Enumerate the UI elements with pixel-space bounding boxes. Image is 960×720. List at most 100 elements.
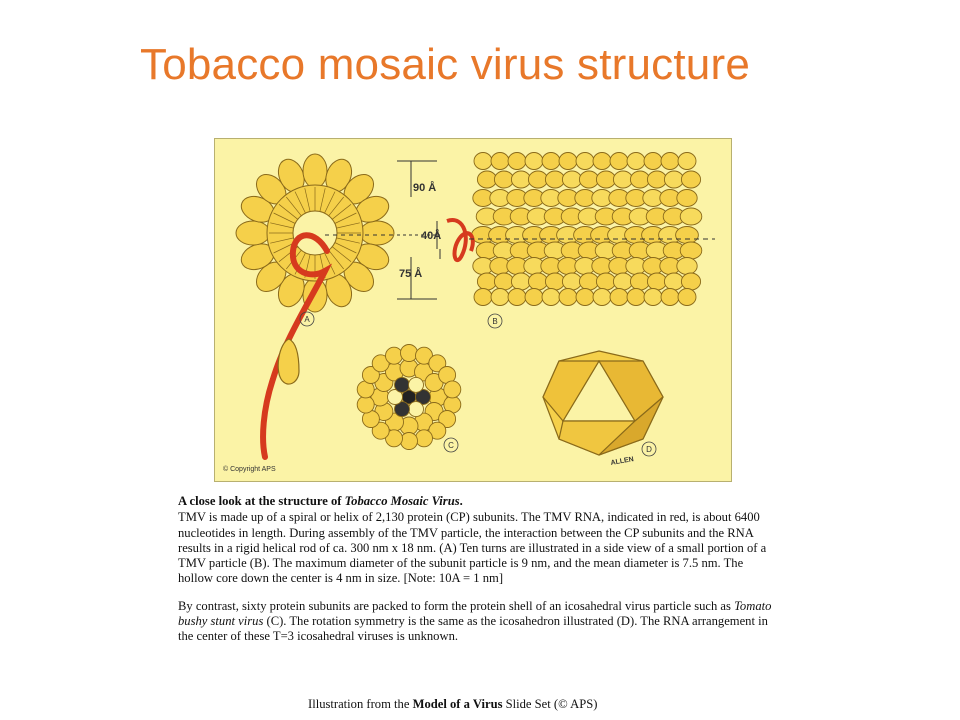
capsid-sphere bbox=[443, 380, 462, 399]
rosette-spoke bbox=[336, 222, 360, 229]
panel-a-marker bbox=[299, 311, 315, 327]
rod-subunit bbox=[676, 189, 698, 207]
rod-subunit bbox=[612, 170, 634, 189]
capsid-sphere bbox=[415, 346, 433, 365]
rna-coil bbox=[446, 218, 475, 263]
capsid-sphere bbox=[385, 346, 403, 365]
rod-subunit bbox=[575, 152, 595, 170]
rod-subunit bbox=[675, 226, 699, 244]
rosette-spoke bbox=[331, 204, 352, 220]
rod-subunit bbox=[663, 272, 685, 291]
capsid-sphere bbox=[371, 421, 390, 440]
rosette-spoke bbox=[270, 237, 294, 244]
rosette-petal bbox=[302, 153, 328, 189]
tmv-illustration: A 90 Å 40Å 75 Å B C bbox=[214, 138, 732, 482]
rod-subunit bbox=[629, 170, 651, 189]
figure-caption: A close look at the structure of Tobacco… bbox=[178, 494, 778, 645]
rosette-spoke bbox=[328, 196, 344, 217]
rod-subunit bbox=[609, 288, 629, 306]
rod-subunit bbox=[524, 288, 544, 306]
caption-heading-virus: Tobacco Mosaic Virus bbox=[344, 494, 460, 508]
rod-subunit bbox=[524, 152, 544, 170]
capsid-sphere bbox=[408, 376, 424, 393]
rosette-spoke bbox=[328, 249, 344, 270]
rod-subunit bbox=[646, 272, 668, 291]
rosette-spoke bbox=[304, 188, 311, 212]
capsid-sphere bbox=[428, 354, 447, 373]
rod-subunit bbox=[676, 257, 698, 275]
rosette-spoke bbox=[319, 188, 326, 212]
rod-subunit bbox=[680, 170, 702, 189]
tmv-drawing: A 90 Å 40Å 75 Å B C bbox=[223, 152, 715, 473]
credit-suffix: Slide Set (© APS) bbox=[502, 697, 598, 711]
rod-subunit bbox=[677, 152, 697, 170]
rosette-spoke bbox=[270, 222, 294, 229]
capsid-sphere bbox=[415, 389, 431, 405]
rosette-spoke bbox=[273, 212, 296, 224]
rod-subunit bbox=[510, 170, 532, 189]
panel-label-b: B bbox=[492, 317, 497, 326]
rod-subunit bbox=[527, 170, 549, 189]
rosette-spoke bbox=[336, 237, 360, 244]
rod-subunit bbox=[558, 152, 578, 170]
rod-subunit bbox=[609, 152, 629, 170]
caption-heading-prefix: A close look at the structure of bbox=[178, 494, 345, 508]
dimension-lines bbox=[325, 160, 441, 300]
rosette-spoke bbox=[294, 191, 306, 214]
caption-para2-virus: Tomato bushy stunt virus bbox=[178, 598, 772, 629]
caption-para2-end: (C). The rotation symmetry is the same a… bbox=[178, 614, 768, 644]
capsid-sphere bbox=[361, 366, 380, 384]
rod-subunit bbox=[643, 288, 663, 306]
artist-signature: ALLEN bbox=[610, 456, 634, 467]
rod-subunit bbox=[473, 288, 493, 306]
rosette-spoke bbox=[286, 196, 302, 217]
credit-prefix: Illustration from the bbox=[308, 697, 413, 711]
tmv-helical-rod bbox=[471, 152, 703, 306]
rod-subunit bbox=[510, 272, 532, 291]
rod-subunit bbox=[527, 272, 549, 291]
rosette-spoke bbox=[334, 212, 357, 224]
caption-heading-suffix: . bbox=[459, 494, 463, 508]
rosette-spoke bbox=[334, 242, 357, 254]
rod-subunit bbox=[544, 170, 566, 189]
capsid-sphere bbox=[387, 389, 403, 405]
rod-subunit bbox=[626, 152, 646, 170]
credit-title: Model of a Virus bbox=[412, 697, 503, 711]
rod-subunit bbox=[561, 272, 583, 291]
panel-label-d: D bbox=[646, 445, 652, 454]
panel-label-a: A bbox=[304, 315, 310, 324]
rod-subunit bbox=[575, 288, 595, 306]
rod-subunit bbox=[490, 288, 510, 306]
rod-subunit bbox=[476, 272, 498, 291]
dimension-90a: 90 Å bbox=[413, 181, 436, 194]
capsid-sphere bbox=[438, 410, 457, 428]
rod-subunit bbox=[595, 170, 617, 189]
rod-subunit bbox=[660, 288, 680, 306]
rna-strand bbox=[260, 232, 333, 460]
rod-subunit bbox=[677, 288, 697, 306]
rod-subunit bbox=[646, 170, 668, 189]
capsid-sphere bbox=[371, 354, 390, 373]
capsid-sphere bbox=[394, 401, 410, 418]
capsid-sphere bbox=[415, 429, 433, 448]
illustration-credit: Illustration from the Model of a Virus S… bbox=[308, 697, 597, 712]
rosette-spoke bbox=[324, 191, 336, 214]
caption-paragraph-2: By contrast, sixty protein subunits are … bbox=[178, 599, 778, 645]
rod-subunit bbox=[660, 152, 680, 170]
rosette-spoke bbox=[324, 252, 336, 275]
capsid-sphere bbox=[428, 421, 447, 440]
rod-subunit bbox=[679, 207, 703, 226]
rod-subunit bbox=[544, 272, 566, 291]
caption-para2-start: By contrast, sixty protein subunits are … bbox=[178, 598, 735, 613]
rod-subunit bbox=[561, 170, 583, 189]
rod-subunit bbox=[507, 288, 527, 306]
rod-subunit bbox=[507, 152, 527, 170]
capsid-sphere bbox=[385, 429, 403, 448]
rod-subunit bbox=[578, 272, 600, 291]
dimension-75a: 75 Å bbox=[399, 267, 422, 280]
rod-subunit bbox=[541, 288, 561, 306]
rod-subunit bbox=[680, 272, 702, 291]
rod-subunit bbox=[643, 152, 663, 170]
rod-subunit bbox=[663, 170, 685, 189]
caption-heading: A close look at the structure of Tobacco… bbox=[178, 494, 778, 509]
